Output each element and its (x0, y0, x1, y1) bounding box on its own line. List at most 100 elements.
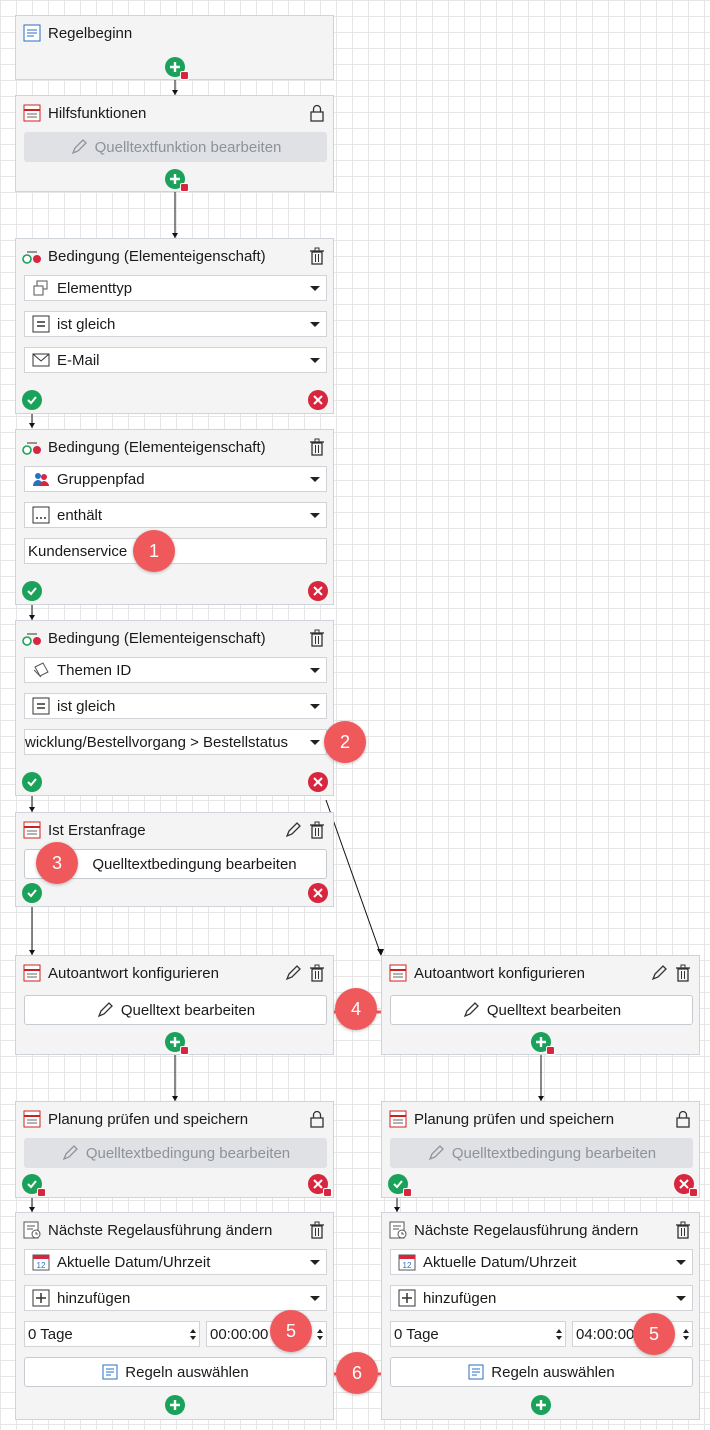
block-autoantwort-right[interactable]: Autoantwort konfigurieren Quelltext bear… (381, 955, 700, 1055)
edit-source-button[interactable]: Quelltext bearbeiten (24, 995, 327, 1025)
operation-dropdown[interactable]: hinzufügen (390, 1285, 693, 1311)
edit-source-condition-button[interactable]: Quelltextbedingung bearbeiten (390, 1138, 693, 1168)
block-autoantwort-left[interactable]: Autoantwort konfigurieren Quelltext bear… (15, 955, 334, 1055)
true-branch-icon[interactable] (22, 1174, 46, 1197)
stepper-down-icon[interactable] (317, 1335, 323, 1340)
trash-icon[interactable] (307, 820, 327, 840)
topic-value-dropdown[interactable]: wicklung/Bestellvorgang > Bestellstatus (24, 729, 327, 755)
block-title: Nächste Regelausführung ändern (48, 1221, 273, 1239)
edit-source-condition-button[interactable]: Quelltextbedingung bearbeiten (24, 1138, 327, 1168)
days-stepper[interactable]: 0 Tage (24, 1321, 200, 1347)
false-branch-icon[interactable] (308, 772, 328, 792)
dropdown-value: wicklung/Bestellvorgang > Bestellstatus (25, 733, 289, 751)
trash-icon[interactable] (307, 437, 327, 457)
days-stepper[interactable]: 0 Tage (390, 1321, 566, 1347)
group-path-value-input[interactable]: Kundenservice (24, 538, 327, 564)
stepper-down-icon[interactable] (190, 1335, 196, 1340)
select-rules-button[interactable]: Regeln auswählen (390, 1357, 693, 1387)
trash-icon[interactable] (673, 1220, 693, 1240)
block-bedingung-elementtyp[interactable]: Bedingung (Elementeigenschaft) Elementty… (15, 238, 334, 414)
stepper-up-icon[interactable] (683, 1328, 689, 1333)
dropdown-value: Gruppenpfad (57, 470, 145, 488)
true-branch-icon[interactable] (22, 883, 42, 903)
operator-dropdown[interactable]: ist gleich (24, 311, 327, 337)
button-label: Quelltext bearbeiten (120, 1001, 256, 1019)
operation-dropdown[interactable]: hinzufügen (24, 1285, 327, 1311)
select-rules-button[interactable]: Regeln auswählen (24, 1357, 327, 1387)
true-branch-icon[interactable] (22, 772, 42, 792)
add-step-button[interactable] (165, 169, 189, 192)
block-planung-right[interactable]: Planung prüfen und speichern Quelltextbe… (381, 1101, 700, 1198)
contains-icon (31, 506, 51, 524)
topic-id-dropdown[interactable]: Themen ID (24, 657, 327, 683)
svg-text:12: 12 (403, 1261, 412, 1270)
lock-badge-icon (180, 1046, 189, 1055)
stepper-up-icon[interactable] (556, 1328, 562, 1333)
block-title: Regelbeginn (48, 24, 133, 42)
annotation-marker-1: 1 (133, 530, 175, 572)
element-type-icon (31, 279, 51, 297)
false-branch-icon[interactable] (308, 883, 328, 903)
stepper-down-icon[interactable] (683, 1335, 689, 1340)
chevron-down-icon (310, 357, 320, 363)
add-step-button[interactable] (531, 1032, 555, 1055)
false-branch-icon[interactable] (308, 581, 328, 601)
stepper-value: 04:00:00 (576, 1325, 635, 1343)
add-step-button[interactable] (531, 1395, 551, 1415)
svg-text:12: 12 (37, 1261, 46, 1270)
operator-dropdown[interactable]: ist gleich (24, 693, 327, 719)
block-title: Autoantwort konfigurieren (48, 964, 219, 982)
trash-icon[interactable] (307, 1220, 327, 1240)
dropdown-value: Aktuelle Datum/Uhrzeit (423, 1253, 577, 1271)
add-step-button[interactable] (165, 1395, 185, 1415)
element-type-dropdown[interactable]: Elementtyp (24, 275, 327, 301)
dropdown-value: ist gleich (57, 315, 116, 333)
true-branch-icon[interactable] (388, 1174, 412, 1197)
pencil-icon[interactable] (283, 963, 303, 983)
block-regelbeginn[interactable]: Regelbeginn (15, 15, 334, 80)
dropdown-value: ist gleich (57, 697, 116, 715)
add-step-button[interactable] (165, 57, 189, 80)
block-bedingung-gruppenpfad[interactable]: Bedingung (Elementeigenschaft) Gruppenpf… (15, 429, 334, 605)
operator-dropdown[interactable]: enthält (24, 502, 327, 528)
trash-icon[interactable] (307, 246, 327, 266)
dropdown-value: E-Mail (57, 351, 100, 369)
false-branch-icon[interactable] (308, 1174, 332, 1197)
value-dropdown[interactable]: E-Mail (24, 347, 327, 373)
trash-icon[interactable] (307, 628, 327, 648)
lock-icon (307, 1109, 327, 1129)
stepper-up-icon[interactable] (190, 1328, 196, 1333)
pencil-icon (70, 138, 88, 156)
chevron-down-icon (310, 1259, 320, 1265)
datetime-source-dropdown[interactable]: 12 Aktuelle Datum/Uhrzeit (24, 1249, 327, 1275)
block-bedingung-themen-id[interactable]: Bedingung (Elementeigenschaft) Themen ID… (15, 620, 334, 796)
function-icon (22, 1110, 42, 1128)
trash-icon[interactable] (307, 963, 327, 983)
trash-icon[interactable] (673, 963, 693, 983)
datetime-source-dropdown[interactable]: 12 Aktuelle Datum/Uhrzeit (390, 1249, 693, 1275)
block-planung-left[interactable]: Planung prüfen und speichern Quelltextbe… (15, 1101, 334, 1198)
pencil-icon[interactable] (649, 963, 669, 983)
button-label: Quelltextbedingung bearbeiten (451, 1144, 657, 1162)
group-path-dropdown[interactable]: Gruppenpfad (24, 466, 327, 492)
stepper-up-icon[interactable] (317, 1328, 323, 1333)
annotation-marker-5: 5 (270, 1310, 312, 1352)
block-title: Hilfsfunktionen (48, 104, 147, 122)
false-branch-icon[interactable] (308, 390, 328, 410)
lock-badge-icon (403, 1188, 412, 1197)
stepper-down-icon[interactable] (556, 1335, 562, 1340)
block-title: Bedingung (Elementeigenschaft) (48, 629, 266, 647)
edit-source-function-button[interactable]: Quelltextfunktion bearbeiten (24, 132, 327, 162)
button-label: Regeln auswählen (491, 1363, 615, 1381)
block-hilfsfunktionen[interactable]: Hilfsfunktionen Quelltextfunktion bearbe… (15, 95, 334, 192)
add-step-button[interactable] (165, 1032, 189, 1055)
pencil-icon (462, 1001, 480, 1019)
edit-source-button[interactable]: Quelltext bearbeiten (390, 995, 693, 1025)
pencil-icon[interactable] (283, 820, 303, 840)
true-branch-icon[interactable] (22, 581, 42, 601)
true-branch-icon[interactable] (22, 390, 42, 410)
lock-badge-icon (37, 1188, 46, 1197)
false-branch-icon[interactable] (674, 1174, 698, 1197)
chevron-down-icon (310, 285, 320, 291)
annotation-marker-3: 3 (36, 842, 78, 884)
